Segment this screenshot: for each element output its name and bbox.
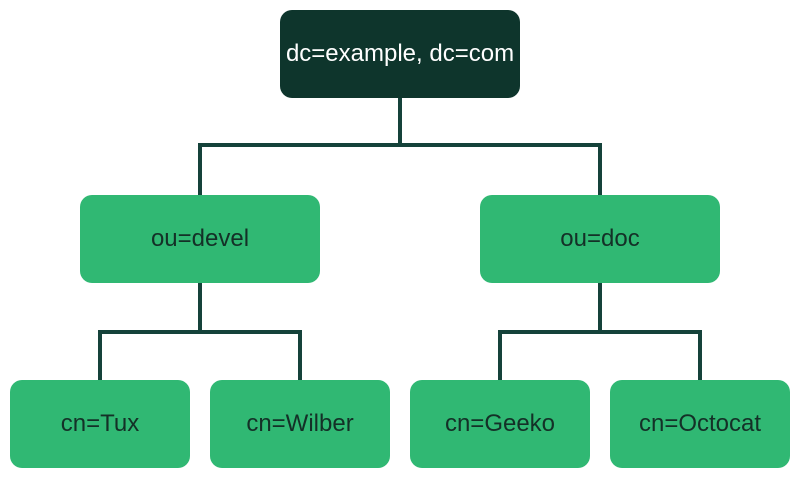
connector-devel-to-wilber — [298, 334, 302, 380]
node-ou-doc-label: ou=doc — [560, 225, 640, 252]
connector-doc-to-octocat — [698, 334, 702, 380]
node-cn-geeko: cn=Geeko — [410, 380, 590, 468]
connector-doc-stem — [598, 283, 602, 334]
node-ou-devel: ou=devel — [80, 195, 320, 283]
connector-root-bar — [198, 143, 602, 147]
connector-devel-to-tux — [98, 334, 102, 380]
node-cn-octocat: cn=Octocat — [610, 380, 790, 468]
node-cn-wilber-label: cn=Wilber — [246, 410, 354, 437]
connector-devel-stem — [198, 283, 202, 334]
node-cn-wilber: cn=Wilber — [210, 380, 390, 468]
node-cn-tux: cn=Tux — [10, 380, 190, 468]
connector-root-stem — [398, 98, 402, 147]
connector-doc-to-geeko — [498, 334, 502, 380]
connector-doc-bar — [498, 330, 702, 334]
connector-devel-bar — [98, 330, 302, 334]
connector-root-to-devel — [198, 147, 202, 195]
node-ou-devel-label: ou=devel — [150, 225, 250, 252]
node-cn-geeko-label: cn=Geeko — [444, 410, 556, 437]
node-cn-octocat-label: cn=Octocat — [638, 410, 762, 437]
connector-root-to-doc — [598, 147, 602, 195]
node-root-label: dc=example, dc=com — [285, 40, 515, 67]
node-root-dc: dc=example, dc=com — [280, 10, 520, 98]
node-ou-doc: ou=doc — [480, 195, 720, 283]
node-cn-tux-label: cn=Tux — [60, 410, 140, 437]
